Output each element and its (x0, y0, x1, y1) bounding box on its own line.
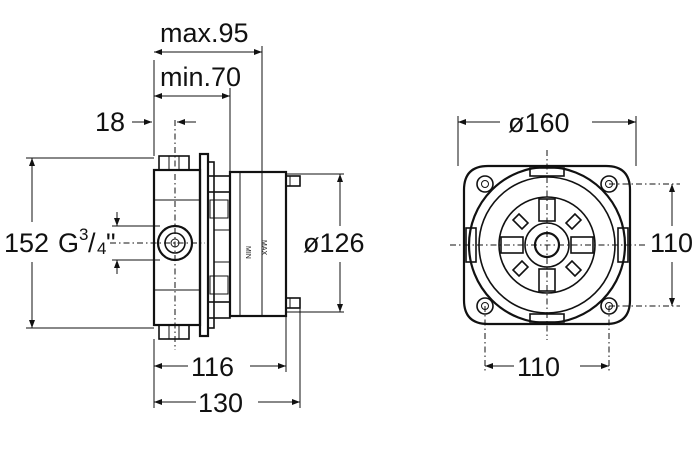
side-view: MIN MAX max.95 min.70 18 (4, 18, 365, 418)
body-label-min: MIN (244, 246, 251, 259)
dim-18-label: 18 (95, 107, 125, 137)
dim-130-label: 130 (198, 388, 243, 418)
body-label-max: MAX (260, 240, 267, 256)
dimension-110-horizontal: 110 (484, 306, 610, 382)
dimension-152: 152 (4, 158, 49, 328)
front-view: ø160 110 110 (450, 108, 693, 382)
thread-g-label: G (58, 228, 79, 258)
thread-den-label: 4 (97, 239, 106, 258)
dimension-160: ø160 (457, 108, 637, 166)
thread-slash: / (88, 228, 96, 258)
dimension-110-vertical: 110 (609, 183, 693, 307)
dimension-min70: min.70 (154, 62, 241, 99)
dim-110-vertical-label: 110 (650, 228, 693, 258)
dimension-max95: max.95 (154, 18, 262, 55)
thread-callout: G 3 / 4 " (58, 212, 160, 274)
dim-160-label: ø160 (508, 108, 570, 138)
dim-min70-label: min.70 (160, 62, 241, 92)
dimension-130: 130 (154, 388, 300, 418)
dim-152-label: 152 (4, 228, 49, 258)
thread-mark-label: " (106, 228, 116, 258)
dim-126-label: ø126 (303, 228, 365, 258)
dimension-116: 116 (154, 352, 286, 382)
dim-116-label: 116 (191, 352, 234, 382)
dim-110-horizontal-label: 110 (517, 352, 560, 382)
valve-body-outline (152, 152, 301, 340)
dimension-18: 18 (95, 107, 196, 137)
dim-max95-label: max.95 (160, 18, 249, 48)
thread-num-label: 3 (79, 225, 88, 244)
dimension-126: ø126 (303, 174, 365, 312)
